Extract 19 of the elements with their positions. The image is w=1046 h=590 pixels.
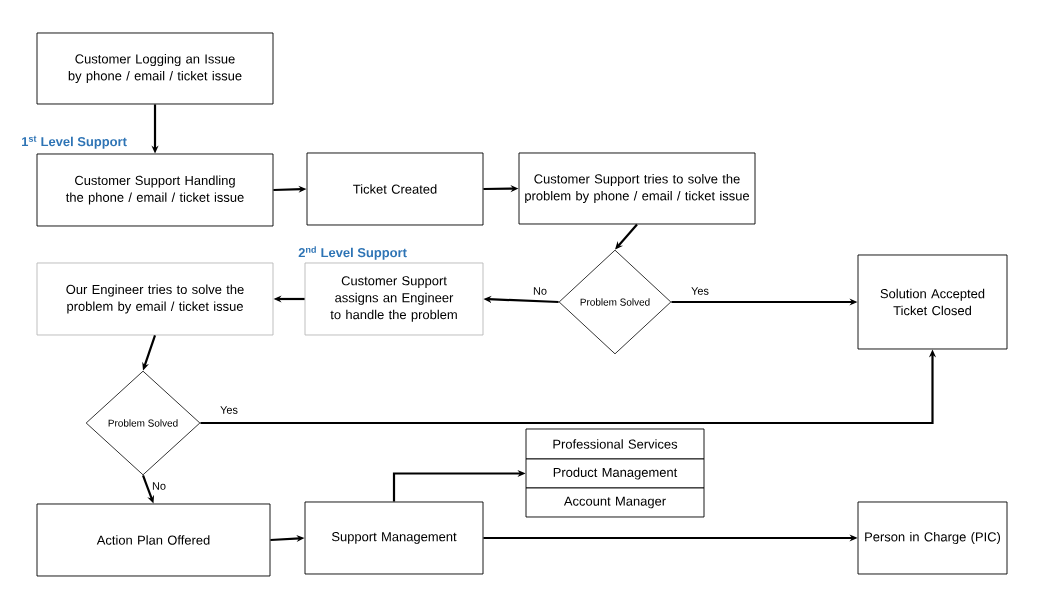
edge-label: No	[151, 481, 167, 491]
process-box: Action Plan Offered	[36, 503, 271, 577]
edge-label: No	[532, 286, 548, 296]
process-box: Support Management	[304, 501, 484, 575]
section-heading: 2$^{nd}$ Level Support	[298, 246, 407, 260]
edge-label: Yes	[690, 286, 710, 296]
process-box: Customer Support assigns an Engineer to handle the problem	[304, 262, 484, 336]
process-box: Product Management	[525, 458, 705, 489]
section-heading: 1$^{st}$ Level Support	[22, 135, 127, 149]
process-box: Customer Support Handling the phone / email / ticket issue	[36, 153, 274, 227]
process-box: Ticket Created	[306, 152, 484, 226]
process-box: Person in Charge (PIC)	[857, 501, 1008, 575]
process-box: Account Manager	[525, 487, 705, 518]
process-box: Customer Logging an Issue by phone / email / ticket issue	[36, 32, 274, 105]
process-box: Solution Accepted Ticket Closed	[857, 254, 1008, 350]
process-box: Professional Services	[525, 428, 705, 460]
process-box: Our Engineer tries to solve the problem by email / ticket issue	[36, 262, 274, 336]
process-box: Customer Support tries to solve the problem by phone / email / ticket issue	[518, 152, 756, 225]
edge-label: Yes	[219, 405, 239, 415]
